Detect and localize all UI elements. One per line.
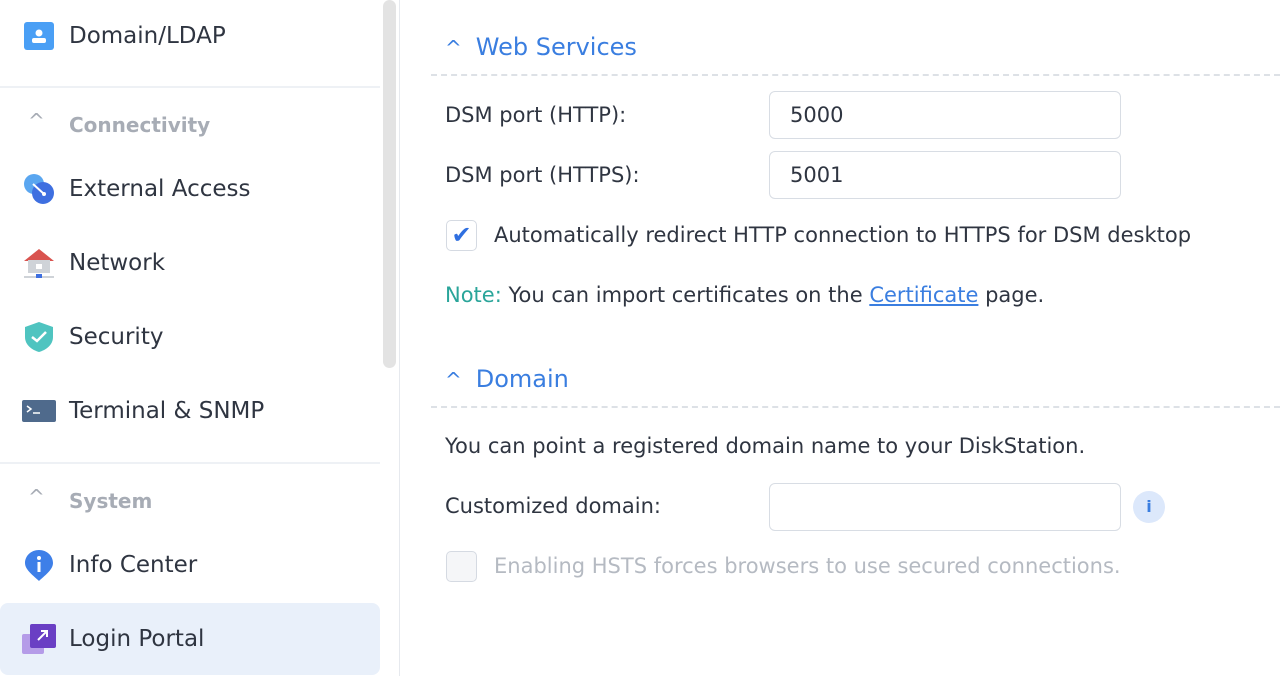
chevron-up-icon: ^: [28, 485, 45, 509]
chevron-up-icon: ^: [445, 368, 462, 392]
security-shield-icon: [25, 322, 53, 352]
note-prefix: Note:: [445, 283, 502, 307]
terminal-icon: [22, 400, 56, 422]
hsts-checkbox[interactable]: [446, 551, 477, 582]
group-label: System: [69, 489, 153, 513]
sidebar-item-label: Domain/LDAP: [69, 23, 226, 49]
sidebar-item-label: Network: [69, 250, 166, 276]
hsts-label: Enabling HSTS forces browsers to use sec…: [494, 554, 1121, 578]
sidebar-item-label: External Access: [69, 176, 251, 202]
group-label: Connectivity: [69, 113, 211, 137]
network-icon: [24, 249, 54, 278]
section-divider: [431, 74, 1280, 76]
info-icon[interactable]: i: [1133, 491, 1165, 523]
chevron-up-icon: ^: [445, 36, 462, 60]
domain-description: You can point a registered domain name t…: [445, 434, 1086, 458]
sidebar-item-terminal-snmp[interactable]: Terminal & SNMP: [0, 375, 380, 447]
http-port-label: DSM port (HTTP):: [445, 103, 627, 127]
group-system[interactable]: ^ System: [0, 481, 380, 521]
sidebar-item-security[interactable]: Security: [0, 301, 380, 373]
domain-ldap-icon: [24, 22, 54, 50]
redirect-https-label: Automatically redirect HTTP connection t…: [494, 223, 1192, 247]
divider: [0, 86, 380, 88]
note-suffix: page.: [978, 283, 1045, 307]
divider: [0, 462, 380, 464]
section-header-domain[interactable]: ^ Domain: [445, 365, 569, 393]
https-port-input[interactable]: [769, 151, 1121, 199]
sidebar-scrollbar[interactable]: [383, 0, 396, 368]
login-portal-icon: [22, 624, 56, 654]
external-access-icon: [24, 174, 54, 204]
section-title: Web Services: [475, 33, 637, 61]
sidebar-item-login-portal[interactable]: Login Portal: [0, 603, 380, 675]
main-panel: ^ Web Services DSM port (HTTP): DSM port …: [401, 0, 1280, 676]
customized-domain-label: Customized domain:: [445, 494, 661, 518]
sidebar-item-domain-ldap[interactable]: Domain/LDAP: [0, 0, 380, 72]
group-connectivity[interactable]: ^ Connectivity: [0, 105, 380, 145]
sidebar: Domain/LDAP ^ Connectivity External Acce…: [0, 0, 400, 676]
chevron-up-icon: ^: [28, 109, 45, 133]
sidebar-item-label: Info Center: [69, 552, 198, 578]
note-text: You can import certificates on the: [501, 283, 870, 307]
section-header-web-services[interactable]: ^ Web Services: [445, 33, 637, 61]
sidebar-item-info-center[interactable]: Info Center: [0, 529, 380, 601]
certificate-note: Note: You can import certificates on the…: [445, 283, 1044, 307]
sidebar-item-label: Terminal & SNMP: [69, 398, 265, 424]
customized-domain-input[interactable]: [769, 483, 1121, 531]
http-port-input[interactable]: [769, 91, 1121, 139]
certificate-link[interactable]: Certificate: [869, 283, 979, 307]
section-divider: [431, 406, 1280, 408]
redirect-https-checkbox[interactable]: ✔: [446, 220, 477, 251]
checkmark-icon: ✔: [451, 221, 472, 249]
info-center-icon: [25, 550, 53, 581]
sidebar-item-label: Security: [69, 324, 164, 350]
section-title: Domain: [475, 365, 569, 393]
https-port-label: DSM port (HTTPS):: [445, 163, 640, 187]
sidebar-item-external-access[interactable]: External Access: [0, 153, 380, 225]
sidebar-item-label: Login Portal: [69, 626, 205, 652]
sidebar-item-network[interactable]: Network: [0, 227, 380, 299]
